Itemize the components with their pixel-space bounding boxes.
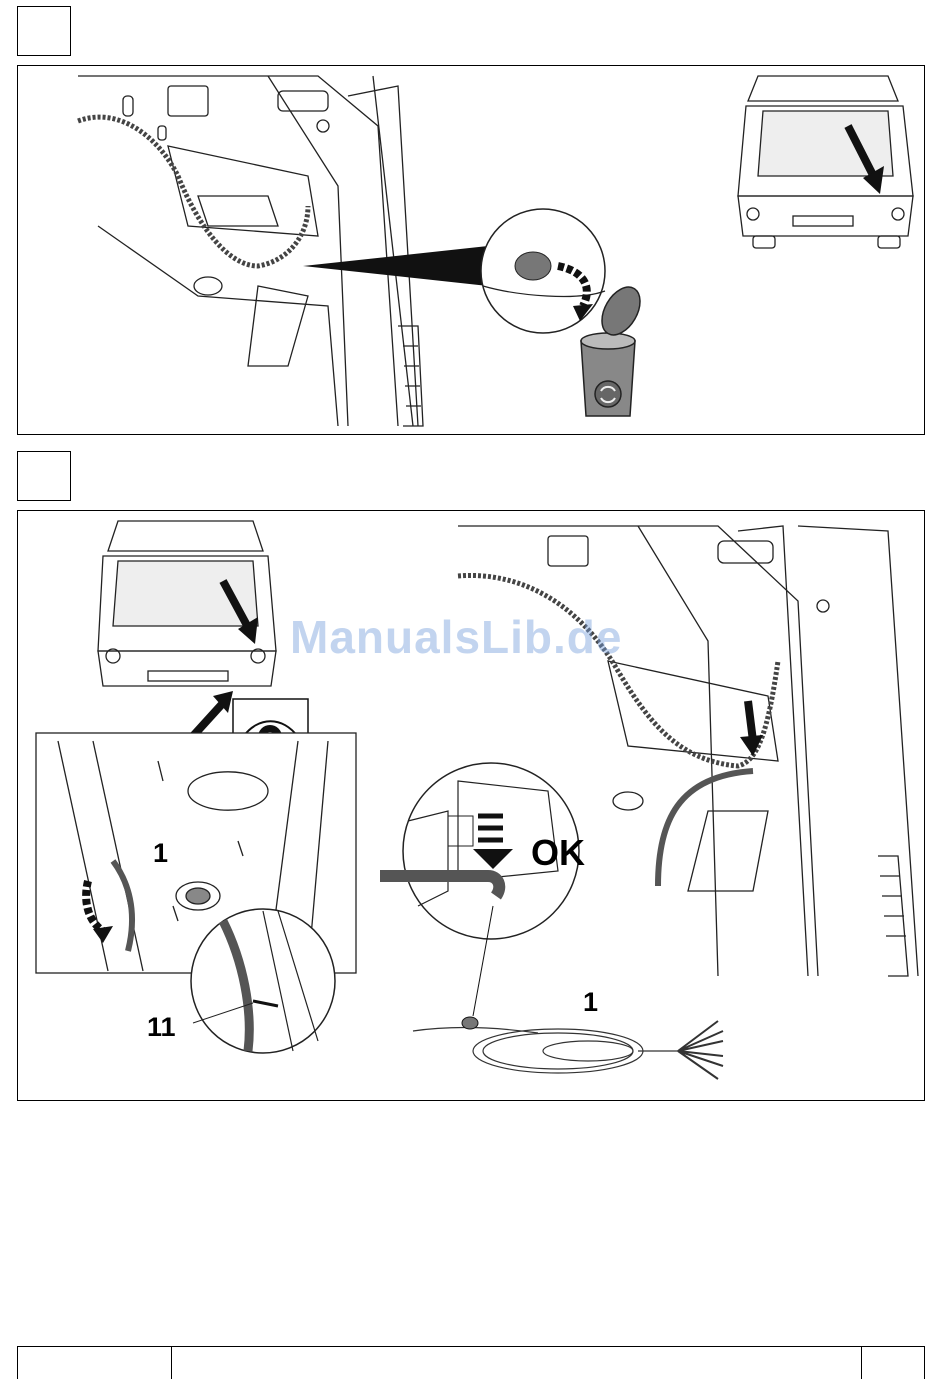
- step-2-number-box: [17, 451, 71, 501]
- step-1-drawing: [18, 66, 925, 435]
- step-1-number-box: [17, 6, 71, 56]
- callout-part-11: 11: [147, 1012, 176, 1043]
- footer-cell-middle: [172, 1347, 862, 1379]
- step-1-illustration-panel: [17, 65, 925, 435]
- step-1-car-rear-view: [738, 76, 913, 248]
- footer-cell-right: [862, 1347, 924, 1379]
- step-2-harness-cable-upper: [458, 575, 778, 766]
- step-2-routed-cable: [658, 771, 753, 886]
- callout-part-1-harness: 1: [583, 987, 598, 1018]
- step-2-magnifier-left: [191, 909, 335, 1053]
- step-2-harness-coil: [413, 1021, 723, 1079]
- watermark: ManualsLib.de: [290, 610, 622, 664]
- step-1-harness-cable: [78, 117, 308, 266]
- step-2-car-rear-view: [98, 521, 276, 686]
- step-1-zoom-beam: [303, 246, 488, 286]
- footer-cell-left: [18, 1347, 172, 1379]
- callout-part-1-left: 1: [153, 838, 168, 869]
- ok-label: OK: [531, 832, 585, 874]
- footer-table: [17, 1346, 925, 1379]
